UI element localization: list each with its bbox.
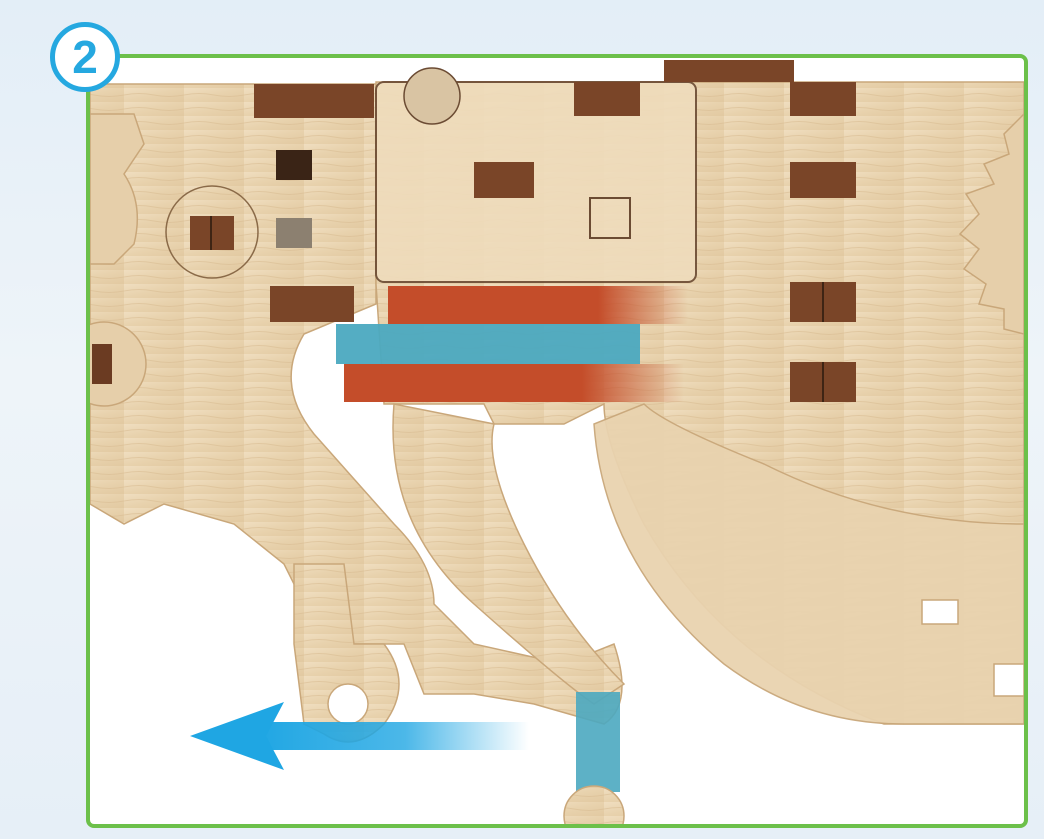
slot xyxy=(790,82,856,116)
square-hole xyxy=(276,218,312,248)
slot-divider xyxy=(822,362,824,402)
square-hole xyxy=(994,664,1024,696)
slot xyxy=(574,82,640,116)
slot xyxy=(474,162,534,198)
slot-divider xyxy=(210,216,212,250)
rubber-band xyxy=(336,324,640,364)
step-number-badge: 2 xyxy=(50,22,120,92)
slot xyxy=(92,344,112,384)
slot xyxy=(254,84,374,118)
red-piece-upper xyxy=(388,286,688,324)
square-hole xyxy=(922,600,958,624)
rubber-band-lower xyxy=(576,692,620,792)
slot xyxy=(270,286,354,322)
assembly-illustration xyxy=(90,58,1024,824)
peg-top xyxy=(404,68,460,124)
red-piece-lower xyxy=(344,364,684,402)
slot xyxy=(790,162,856,198)
slot xyxy=(664,60,794,82)
instruction-frame xyxy=(86,54,1028,828)
leg-hole xyxy=(328,684,368,724)
slot-divider xyxy=(822,282,824,322)
square-hole xyxy=(276,150,312,180)
step-number: 2 xyxy=(72,30,98,84)
